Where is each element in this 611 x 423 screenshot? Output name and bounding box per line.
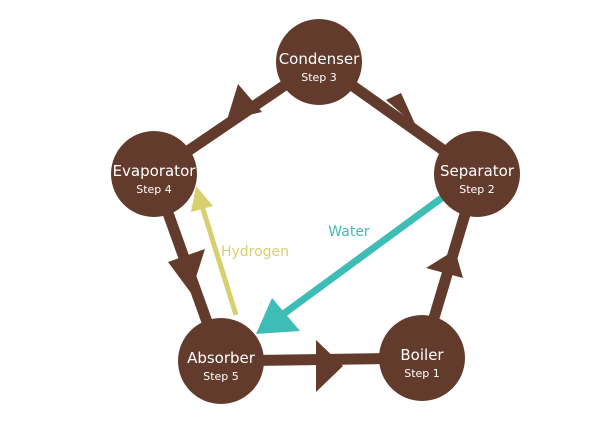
arrowhead-evaporator-to-absorber bbox=[168, 249, 205, 293]
node-condenser-circle bbox=[276, 19, 362, 105]
water-label: Water bbox=[328, 224, 370, 240]
water-flow-line bbox=[279, 194, 446, 318]
node-absorber-name: Absorber bbox=[187, 349, 256, 367]
node-evaporator-circle bbox=[111, 131, 197, 217]
hydrogen-label: Hydrogen bbox=[221, 244, 289, 260]
node-separator-step: Step 2 bbox=[459, 183, 495, 196]
water-flow: Water bbox=[256, 194, 446, 334]
node-boiler-circle bbox=[379, 315, 465, 401]
hydrogen-flow: Hydrogen bbox=[191, 186, 289, 316]
arrowhead-boiler-to-separator bbox=[426, 250, 463, 278]
node-separator-circle bbox=[434, 131, 520, 217]
node-absorber-step: Step 5 bbox=[203, 370, 239, 383]
node-condenser: Condenser Step 3 bbox=[276, 19, 362, 105]
node-absorber-circle bbox=[178, 318, 264, 404]
water-arrowhead bbox=[256, 298, 300, 334]
arrowhead-condenser-to-evaporator bbox=[227, 84, 262, 120]
hydrogen-flow-line bbox=[199, 205, 239, 316]
node-separator-name: Separator bbox=[440, 162, 515, 180]
node-condenser-name: Condenser bbox=[279, 50, 360, 68]
node-evaporator-name: Evaporator bbox=[113, 162, 197, 180]
cycle-arrowheads bbox=[168, 84, 463, 392]
arrowhead-separator-to-condenser bbox=[386, 93, 416, 126]
hydrogen-arrowhead bbox=[191, 186, 213, 212]
node-separator: Separator Step 2 bbox=[434, 131, 520, 217]
node-condenser-step: Step 3 bbox=[301, 71, 337, 84]
node-evaporator-step: Step 4 bbox=[136, 183, 172, 196]
node-boiler-step: Step 1 bbox=[404, 367, 440, 380]
node-boiler: Boiler Step 1 bbox=[379, 315, 465, 401]
node-evaporator: Evaporator Step 4 bbox=[111, 131, 197, 217]
node-boiler-name: Boiler bbox=[400, 346, 444, 364]
node-absorber: Absorber Step 5 bbox=[178, 318, 264, 404]
arrowhead-absorber-to-boiler bbox=[316, 340, 343, 392]
